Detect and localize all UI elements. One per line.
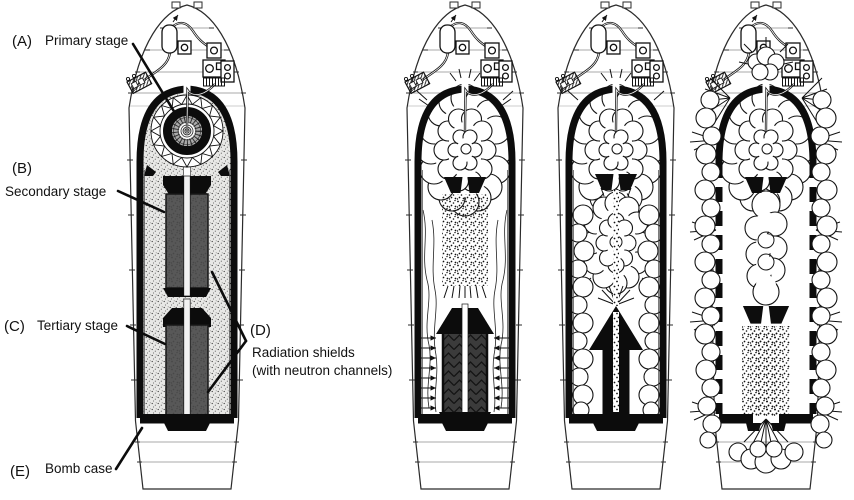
label-a-text: Primary stage bbox=[45, 33, 128, 48]
tertiary-stage-drawing bbox=[163, 298, 211, 416]
label-leader-lines bbox=[114, 42, 248, 471]
bottom-burst bbox=[728, 418, 804, 474]
secondary-stage-drawing bbox=[163, 175, 211, 297]
label-e-text: Bomb case bbox=[45, 461, 113, 476]
label-e-tag: (E) bbox=[10, 463, 30, 480]
neutron-channel-spark bbox=[613, 190, 619, 306]
shielded-tertiary bbox=[436, 303, 494, 423]
label-c-text: Tertiary stage bbox=[37, 318, 118, 333]
label-d-tag: (D) bbox=[250, 322, 271, 339]
radiation-pressure-arrows bbox=[421, 335, 509, 411]
panel-primary-detonation bbox=[404, 1, 526, 490]
label-c-tag: (C) bbox=[4, 318, 25, 335]
label-b-text: Secondary stage bbox=[5, 184, 106, 199]
imploding-secondary bbox=[442, 194, 488, 286]
label-d-text-2: (with neutron channels) bbox=[252, 363, 392, 378]
labels: (A) Primary stage (B) Secondary stage (C… bbox=[4, 33, 392, 480]
venting-cloud-top bbox=[738, 37, 794, 81]
label-a-tag: (A) bbox=[12, 33, 32, 50]
outer-cloud-columns bbox=[689, 90, 843, 449]
label-b-tag: (B) bbox=[12, 160, 32, 177]
label-d-text-1: Radiation shields bbox=[252, 345, 355, 360]
panel-tertiary-detonation bbox=[689, 1, 843, 490]
central-cloud-column bbox=[744, 190, 788, 306]
panel-cross-section bbox=[126, 1, 248, 490]
panel-secondary-detonation bbox=[555, 1, 677, 490]
